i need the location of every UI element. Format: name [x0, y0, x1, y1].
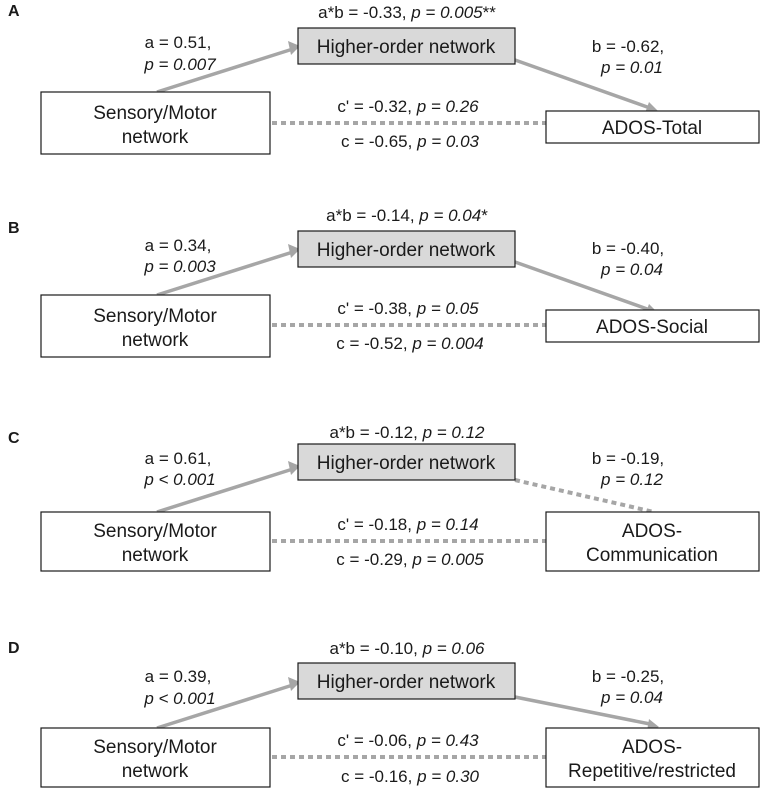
- outcome-box: [545, 309, 760, 343]
- indirect-effect-label: a*b = -0.12, p = 0.12: [329, 423, 485, 442]
- outcome-box: [545, 511, 760, 572]
- mediator-label: Higher-order network: [317, 37, 496, 58]
- b-p-value: p = 0.04: [600, 260, 663, 279]
- b-path-arrow: [514, 58, 651, 110]
- outcome-label-line2: Repetitive/restricted: [568, 761, 736, 782]
- mediator-label: Higher-order network: [317, 240, 496, 261]
- panel-letter: A: [8, 3, 20, 20]
- outcome-box: [545, 727, 760, 788]
- c-prime-label: c' = -0.18, p = 0.14: [337, 515, 478, 534]
- predictor-box: [40, 91, 271, 155]
- a-coefficient: a = 0.39,: [145, 667, 212, 686]
- b-path-dashed-line: [514, 478, 655, 514]
- b-coefficient: b = -0.40,: [592, 239, 664, 258]
- a-path-arrowhead: [288, 41, 300, 55]
- a-path-arrow: [156, 46, 297, 94]
- a-coefficient: a = 0.51,: [145, 33, 212, 52]
- a-p-value: p < 0.001: [143, 689, 215, 708]
- b-path-arrowhead: [645, 102, 658, 113]
- predictor-label-line1: Sensory/Motor: [93, 103, 217, 124]
- panel-letter: C: [8, 430, 20, 447]
- predictor-label-line2: network: [122, 330, 189, 351]
- c-prime-label: c' = -0.06, p = 0.43: [337, 731, 479, 750]
- c-prime-label: c' = -0.32, p = 0.26: [337, 97, 479, 116]
- outcome-box: [545, 110, 760, 144]
- outcome-label-line1: ADOS-: [622, 737, 682, 758]
- a-path-arrowhead: [288, 677, 300, 691]
- outcome-label-line2: Communication: [586, 545, 718, 566]
- b-path-arrow: [514, 695, 651, 726]
- a-p-value: p = 0.003: [143, 257, 216, 276]
- c-label: c = -0.16, p = 0.30: [341, 767, 480, 786]
- mediator-box: [297, 662, 516, 700]
- mediator-label: Higher-order network: [317, 672, 496, 693]
- indirect-effect-label: a*b = -0.10, p = 0.06: [329, 639, 485, 658]
- panel-b: B a*b = -0.14, p = 0.04* Higher-order ne…: [8, 206, 760, 358]
- panel-a: A a*b = -0.33, p = 0.005** Higher-order …: [8, 3, 760, 155]
- predictor-label-line1: Sensory/Motor: [93, 306, 217, 327]
- a-p-value: p < 0.001: [143, 470, 215, 489]
- panel-letter: D: [8, 640, 20, 657]
- a-path-arrowhead: [288, 244, 300, 258]
- predictor-label-line1: Sensory/Motor: [93, 521, 217, 542]
- a-path-arrow: [156, 466, 297, 514]
- a-path-arrow: [156, 682, 297, 730]
- indirect-effect-label: a*b = -0.33, p = 0.005**: [318, 3, 496, 22]
- predictor-box: [40, 294, 271, 358]
- a-path-arrowhead: [288, 461, 300, 475]
- mediator-box: [297, 443, 516, 481]
- b-coefficient: b = -0.62,: [592, 37, 664, 56]
- a-coefficient: a = 0.34,: [145, 236, 212, 255]
- outcome-label: ADOS-Social: [596, 317, 708, 338]
- predictor-box: [40, 511, 271, 572]
- c-prime-label: c' = -0.38, p = 0.05: [337, 299, 479, 318]
- predictor-label-line2: network: [122, 545, 189, 566]
- outcome-label-line1: ADOS-: [622, 521, 682, 542]
- mediator-label: Higher-order network: [317, 453, 496, 474]
- a-coefficient: a = 0.61,: [145, 449, 212, 468]
- panel-letter: B: [8, 220, 20, 237]
- panel-d: D a*b = -0.10, p = 0.06 Higher-order net…: [8, 639, 760, 788]
- indirect-effect-label: a*b = -0.14, p = 0.04*: [326, 206, 488, 225]
- b-p-value: p = 0.04: [600, 688, 663, 707]
- mediator-box: [297, 230, 516, 268]
- c-label: c = -0.52, p = 0.004: [336, 334, 483, 353]
- b-coefficient: b = -0.19,: [592, 449, 664, 468]
- predictor-label-line1: Sensory/Motor: [93, 737, 217, 758]
- predictor-label-line2: network: [122, 761, 189, 782]
- b-p-value: p = 0.01: [600, 58, 663, 77]
- panel-c: C a*b = -0.12, p = 0.12 Higher-order net…: [8, 423, 760, 572]
- predictor-label-line2: network: [122, 127, 189, 148]
- b-path-arrow: [514, 260, 651, 312]
- c-label: c = -0.29, p = 0.005: [336, 550, 484, 569]
- a-p-value: p = 0.007: [143, 55, 216, 74]
- mediator-box: [297, 27, 516, 65]
- c-label: c = -0.65, p = 0.03: [341, 132, 480, 151]
- b-p-value: p = 0.12: [600, 470, 663, 489]
- a-path-arrow: [156, 249, 297, 297]
- b-coefficient: b = -0.25,: [592, 667, 664, 686]
- outcome-label: ADOS-Total: [602, 118, 702, 139]
- predictor-box: [40, 727, 271, 788]
